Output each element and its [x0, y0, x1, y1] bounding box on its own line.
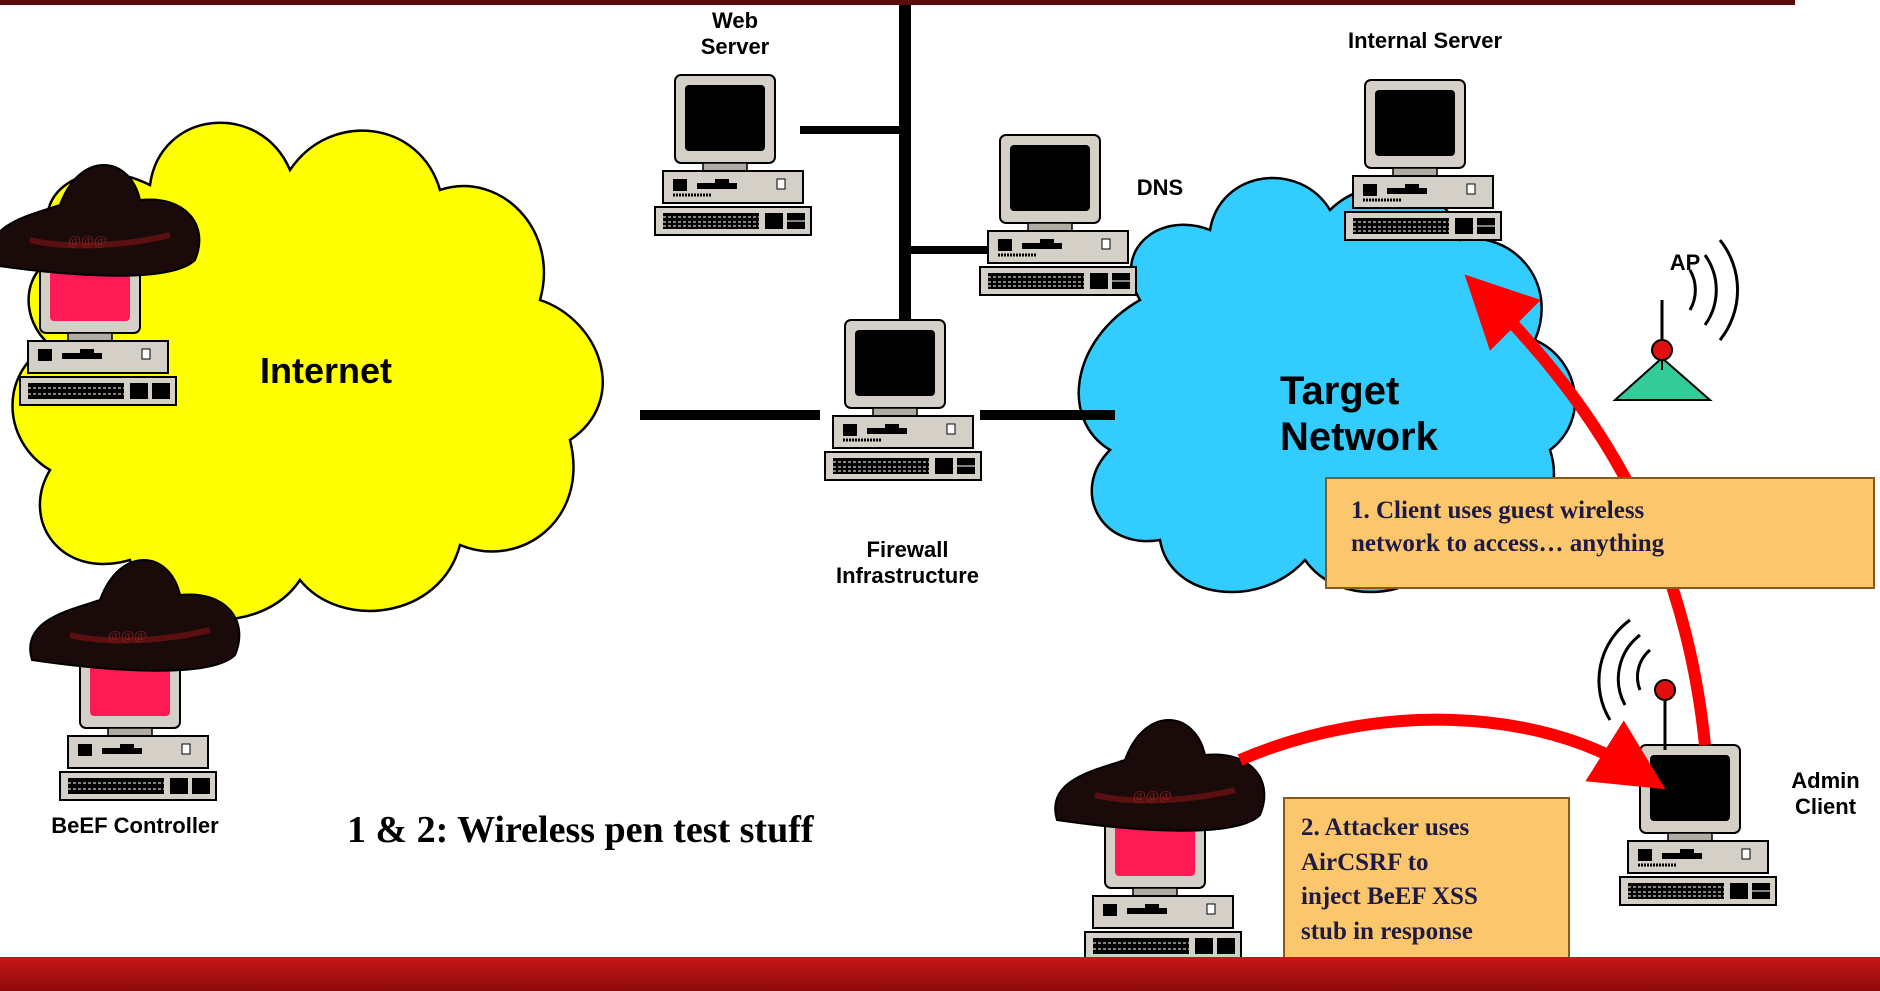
diagram-caption: 1 & 2: Wireless pen test stuff — [347, 809, 814, 851]
dns-computer — [978, 133, 1138, 297]
step1-callout: 1. Client uses guest wireless network to… — [1325, 477, 1875, 589]
beef-controller-label: BeEF Controller — [51, 813, 219, 838]
web-server-label: Web Server — [700, 8, 770, 59]
access-point-icon — [1612, 239, 1739, 401]
firewall-computer — [823, 318, 983, 482]
web-server-computer — [653, 73, 813, 237]
firewall-label: Firewall Infrastructure — [835, 537, 980, 588]
target-network-cloud-label: Target Network — [1280, 369, 1438, 459]
client-antenna-icon — [1597, 618, 1676, 750]
internal-server-computer — [1343, 78, 1503, 242]
attacker-to-client-arrow — [1237, 713, 1666, 790]
footer-bar — [0, 957, 1880, 991]
wireless-attacker-computer — [1055, 720, 1264, 960]
ap-label: AP — [1669, 250, 1701, 275]
beef-controller-computer — [30, 560, 239, 800]
internal-server-label: Internal Server — [1347, 28, 1503, 53]
admin-client-label: Admin Client — [1791, 768, 1860, 819]
header-bar — [0, 0, 1795, 5]
internet-cloud-label: Internet — [260, 350, 393, 391]
dns-label: DNS — [1136, 175, 1184, 200]
admin-client-computer — [1618, 743, 1778, 907]
